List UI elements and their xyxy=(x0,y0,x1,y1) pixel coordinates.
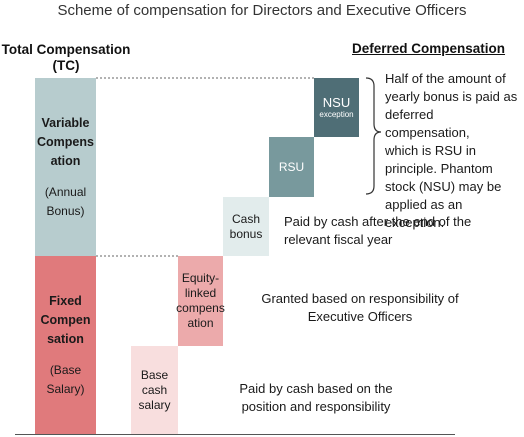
diagram-title: Scheme of compensation for Directors and… xyxy=(57,2,467,19)
base-salary-label: (Base Salary) xyxy=(46,362,85,396)
variable-compensation-label: Variable Compens ation xyxy=(37,115,94,168)
deferred-compensation-description: Half of the amount of yearly bonus is pa… xyxy=(385,71,518,230)
rsu-label: RSU xyxy=(278,159,305,174)
nsu-label: NSU xyxy=(322,94,351,110)
annual-bonus-label: (Annual Bonus) xyxy=(44,184,87,218)
variable-compensation-block: Variable Compens ation (Annual Bonus) xyxy=(35,78,96,256)
fixed-compensation-block: Fixed Compen sation (Base Salary) xyxy=(35,256,96,434)
deferred-brace xyxy=(365,77,382,195)
total-compensation-heading: Total Compensation (TC) xyxy=(0,42,132,74)
deferred-compensation-heading: Deferred Compensation xyxy=(352,41,506,56)
total-compensation-abbr: (TC) xyxy=(52,58,80,73)
cash-bonus-description: Paid by cash after the end of the releva… xyxy=(284,214,472,247)
cash-bonus-block: Cash bonus xyxy=(223,197,269,256)
rsu-block: RSU xyxy=(269,137,314,197)
nsu-exception-label: exception xyxy=(319,109,354,119)
fixed-compensation-label: Fixed Compen sation xyxy=(40,293,91,346)
nsu-block: NSU exception xyxy=(314,78,359,137)
equity-linked-compensation-block: Equity- linked compens ation xyxy=(176,256,225,346)
equity-linked-description: Granted based on responsibility of Execu… xyxy=(261,291,459,324)
base-cash-salary-block: Base cash salary xyxy=(131,346,178,434)
total-compensation-label: Total Compensation xyxy=(1,42,131,57)
base-cash-salary-description: Paid by cash based on the position and r… xyxy=(239,381,393,414)
